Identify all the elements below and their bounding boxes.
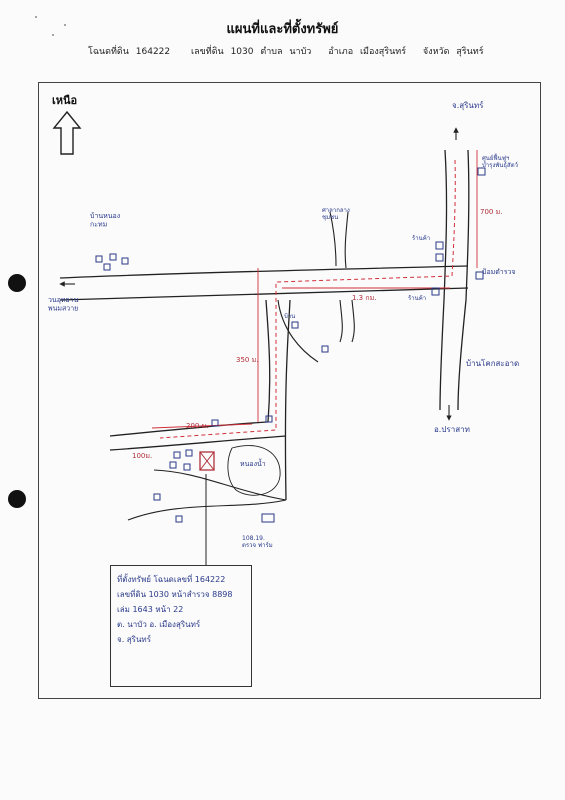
scan-speck [35,16,37,18]
label-shop-2: ร้านค้า [408,295,426,302]
info-line-3: เล่ม 1643 หน้า 22 [117,605,184,614]
north-label: เหนือ [52,94,77,107]
map-frame [38,82,541,699]
info-line-4: ต. นาบัว อ. เมืองสุรินทร์ [117,620,201,629]
label-community-hall: ศาลากลางชุมชน [322,207,350,221]
province-value: สุรินทร์ [456,47,484,57]
punch-hole-bottom [8,490,26,508]
tambon-label: ตำบล [260,47,283,57]
label-to-prasat: อ.ปราสาท [434,425,470,434]
main-road [59,265,469,279]
land-number: 1030 [230,47,254,57]
label-police-box: ป้อมตำรวจ [482,268,516,276]
label-house: บ้าน [284,313,295,320]
amphoe-value: เมืองสุรินทร์ [359,47,407,57]
label-pond: หนองน้ำ [240,457,266,468]
deed-number: 164222 [135,47,171,57]
page-title: แผนที่และที่ตั้งทรัพย์ [226,22,339,37]
north-arrow-icon [52,110,82,155]
label-ban-khok: บ้านโคกสะอาด [466,358,519,368]
distance-100m: 100ม. [132,452,152,460]
label-school: 108.19.ตรวจ ฟาร์ม [242,535,273,549]
deed-label: โฉนดที่ดิน [88,47,129,57]
tambon-value: นาบัว [289,47,312,57]
distance-200m: 200 ม. [186,422,208,430]
info-line-2: เลขที่ดิน 1030 หน้าสำรวจ 8898 [117,590,233,599]
label-ban-nong-kathom: บ้านหนองกะทม [90,212,120,228]
deed-header: โฉนดที่ดิน 164222 เลขที่ดิน 1030 ตำบล นา… [88,44,488,58]
punch-hole-top [8,274,26,292]
label-phanom-sawai: วนอุทยานพนมสวาย [48,296,79,312]
label-to-surin: จ.สุรินทร์ [452,100,484,110]
highway [439,149,448,411]
info-line-5: จ. สุรินทร์ [117,635,151,644]
land-no-label: เลขที่ดิน [191,47,224,57]
property-marker [199,451,215,471]
property-info-box: ที่ตั้งทรัพย์ โฉนดเลขที่ 164222 เลขที่ดิ… [110,565,252,687]
amphoe-label: อำเภอ [328,47,354,57]
info-line-1: ที่ตั้งทรัพย์ โฉนดเลขที่ 164222 [117,575,226,584]
distance-350m: 350 ม. [236,356,258,364]
label-hospital: ศูนย์ฟื้นฟูฯบำรุงพันธุ์สัตว์ [482,152,518,169]
distance-1-3km: 1.3 กม. [352,294,376,302]
scan-speck [52,34,54,36]
scan-speck [64,24,66,26]
distance-700m: 700 ม. [480,208,502,216]
label-shop-1: ร้านค้า [412,235,430,242]
province-label: จังหวัด [422,47,450,57]
